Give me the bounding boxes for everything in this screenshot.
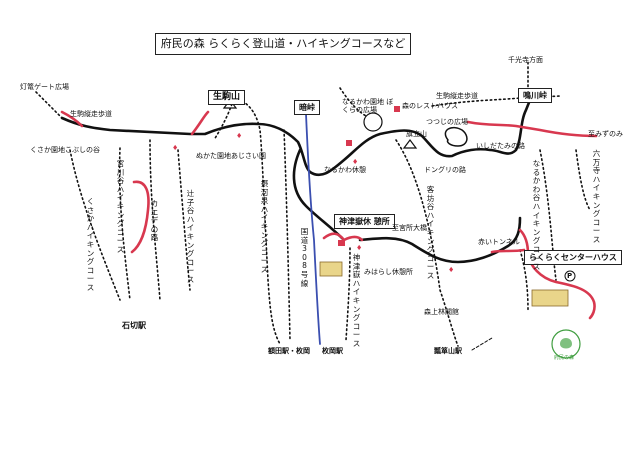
gate-trail (35, 91, 63, 119)
center-trail (358, 216, 522, 264)
label-kusaka-kobushi: くさか園地こぶしの谷 (30, 146, 100, 154)
easy-kounoyama (322, 232, 364, 242)
label-akai-tunnel: 赤いトンネル (478, 238, 520, 246)
tsuji-course (177, 149, 191, 291)
station-hiraoka: 枚岡駅 (322, 347, 343, 355)
shelter-icon (346, 140, 352, 146)
parking-icon (564, 270, 576, 282)
tree-icon (560, 338, 572, 349)
railway (471, 337, 493, 351)
label-senkoji: 千光寺方面 (508, 56, 543, 64)
label-parking: P (567, 272, 573, 280)
label-narukawa-bokura: なるかわ園地 ぼくらの広場 (342, 98, 394, 114)
toilet-icon: ♦ (356, 244, 362, 252)
label-shitamine: 森上林閣館 (424, 308, 459, 316)
resthouse-icon (394, 106, 400, 112)
label-narukawa-kyukei: なるかわ休憩 (324, 166, 366, 174)
ajisai-dotted (213, 103, 233, 141)
kusaka-course (69, 149, 121, 301)
kounoyama-course (345, 247, 351, 341)
narukawa-course (539, 149, 557, 281)
toilet-icon: ♦ (448, 266, 454, 274)
ikoma-san-box: 生駒山 (208, 90, 246, 105)
kurakari-box: 暗峠 (294, 100, 320, 115)
rakuraku-center-box: らくらくセンターハウス (524, 250, 622, 265)
label-toudai-gate: 灯篭ゲート広場 (20, 83, 69, 91)
label-ishidatami: いしだたみの路 (476, 142, 525, 150)
narukawa-dotted (339, 87, 367, 117)
label-ikoma-juso-west: 生駒縦走歩道 (70, 110, 112, 118)
easy-ajisai (190, 110, 210, 136)
kounoyama-trail (292, 148, 346, 242)
viewpoint-icon (319, 261, 343, 277)
vlabel-narukawa-hike: なるかわ谷ハイキングコース (532, 159, 541, 272)
easy-kaede (130, 180, 150, 254)
station-hyotanyama: 瓢箪山駅 (434, 347, 462, 355)
tsutsuji-loop (444, 126, 468, 147)
kyakubo-course (395, 139, 459, 347)
label-hitachi: 旗立山 (406, 130, 427, 138)
easy-tunnel (490, 248, 526, 254)
toilet-icon: ♦ (236, 132, 242, 140)
toilet-icon: ♦ (352, 158, 358, 166)
label-tsutsuji: つつじの広場 (426, 118, 468, 126)
vlabel-kounoyama-hike: 神津嶽ハイキングコース (352, 253, 361, 348)
miyagawa-course (118, 147, 131, 301)
vlabel-kaede: カエデの路 (150, 199, 159, 243)
hiraoka-course (283, 129, 291, 341)
easy-gate (60, 110, 84, 128)
vlabel-kokudo: 国道308号線 (300, 227, 309, 288)
center-house-icon (531, 289, 569, 307)
label-mizunomi: 至みずのみ (588, 130, 623, 138)
label-nukata-ajisai: ぬかた園地あじさい園 (196, 152, 266, 160)
vlabel-tsujisenya: 辻子谷ハイキングコース (186, 189, 195, 284)
toilet-icon: ♦ (172, 144, 178, 152)
vlabel-miyagawa: 宮川谷ハイキングコース (116, 159, 125, 254)
label-ikoma-juso-east: 生駒縦走歩道 (436, 92, 478, 100)
station-ishikiri: 石切駅 (122, 321, 146, 330)
station-hiraoka-left: 額田駅・枚岡 (268, 347, 310, 355)
page-title: 府民の森 らくらく登山道・ハイキングコースなど (155, 33, 411, 55)
peak-icon (402, 139, 418, 149)
vlabel-rokumanji: 六万寺ハイキングコース (592, 149, 601, 244)
easy-east (466, 120, 598, 138)
settsu-course (229, 95, 281, 345)
label-kusaka-higashi: 至宮所大橋 (392, 224, 427, 232)
shelter-icon (338, 240, 345, 246)
easy-center (518, 228, 596, 320)
label-mori-rest: 森のレストハウス (402, 102, 458, 110)
ridge-trail (60, 98, 532, 177)
rokumanji-course (575, 149, 591, 211)
label-badge: 府民の森 (554, 355, 575, 361)
center-dotted (519, 249, 529, 311)
vlabel-settsu: 摂河泉ハイキングコース (260, 179, 269, 274)
kounoyama-box: 神津嶽休 憩所 (334, 214, 395, 229)
narukawa-toge-box: 鳴川峠 (518, 88, 552, 103)
vlabel-kusaka-hike: くさかハイキングコース (86, 197, 95, 292)
national-road-308 (305, 113, 321, 345)
narukawa-park-loop (363, 112, 383, 132)
label-dongri: ドングリの路 (424, 166, 466, 174)
vlabel-kusakadani: 客坊谷ハイキングコース (426, 185, 435, 280)
label-mihara: みはらし休憩所 (364, 268, 413, 276)
